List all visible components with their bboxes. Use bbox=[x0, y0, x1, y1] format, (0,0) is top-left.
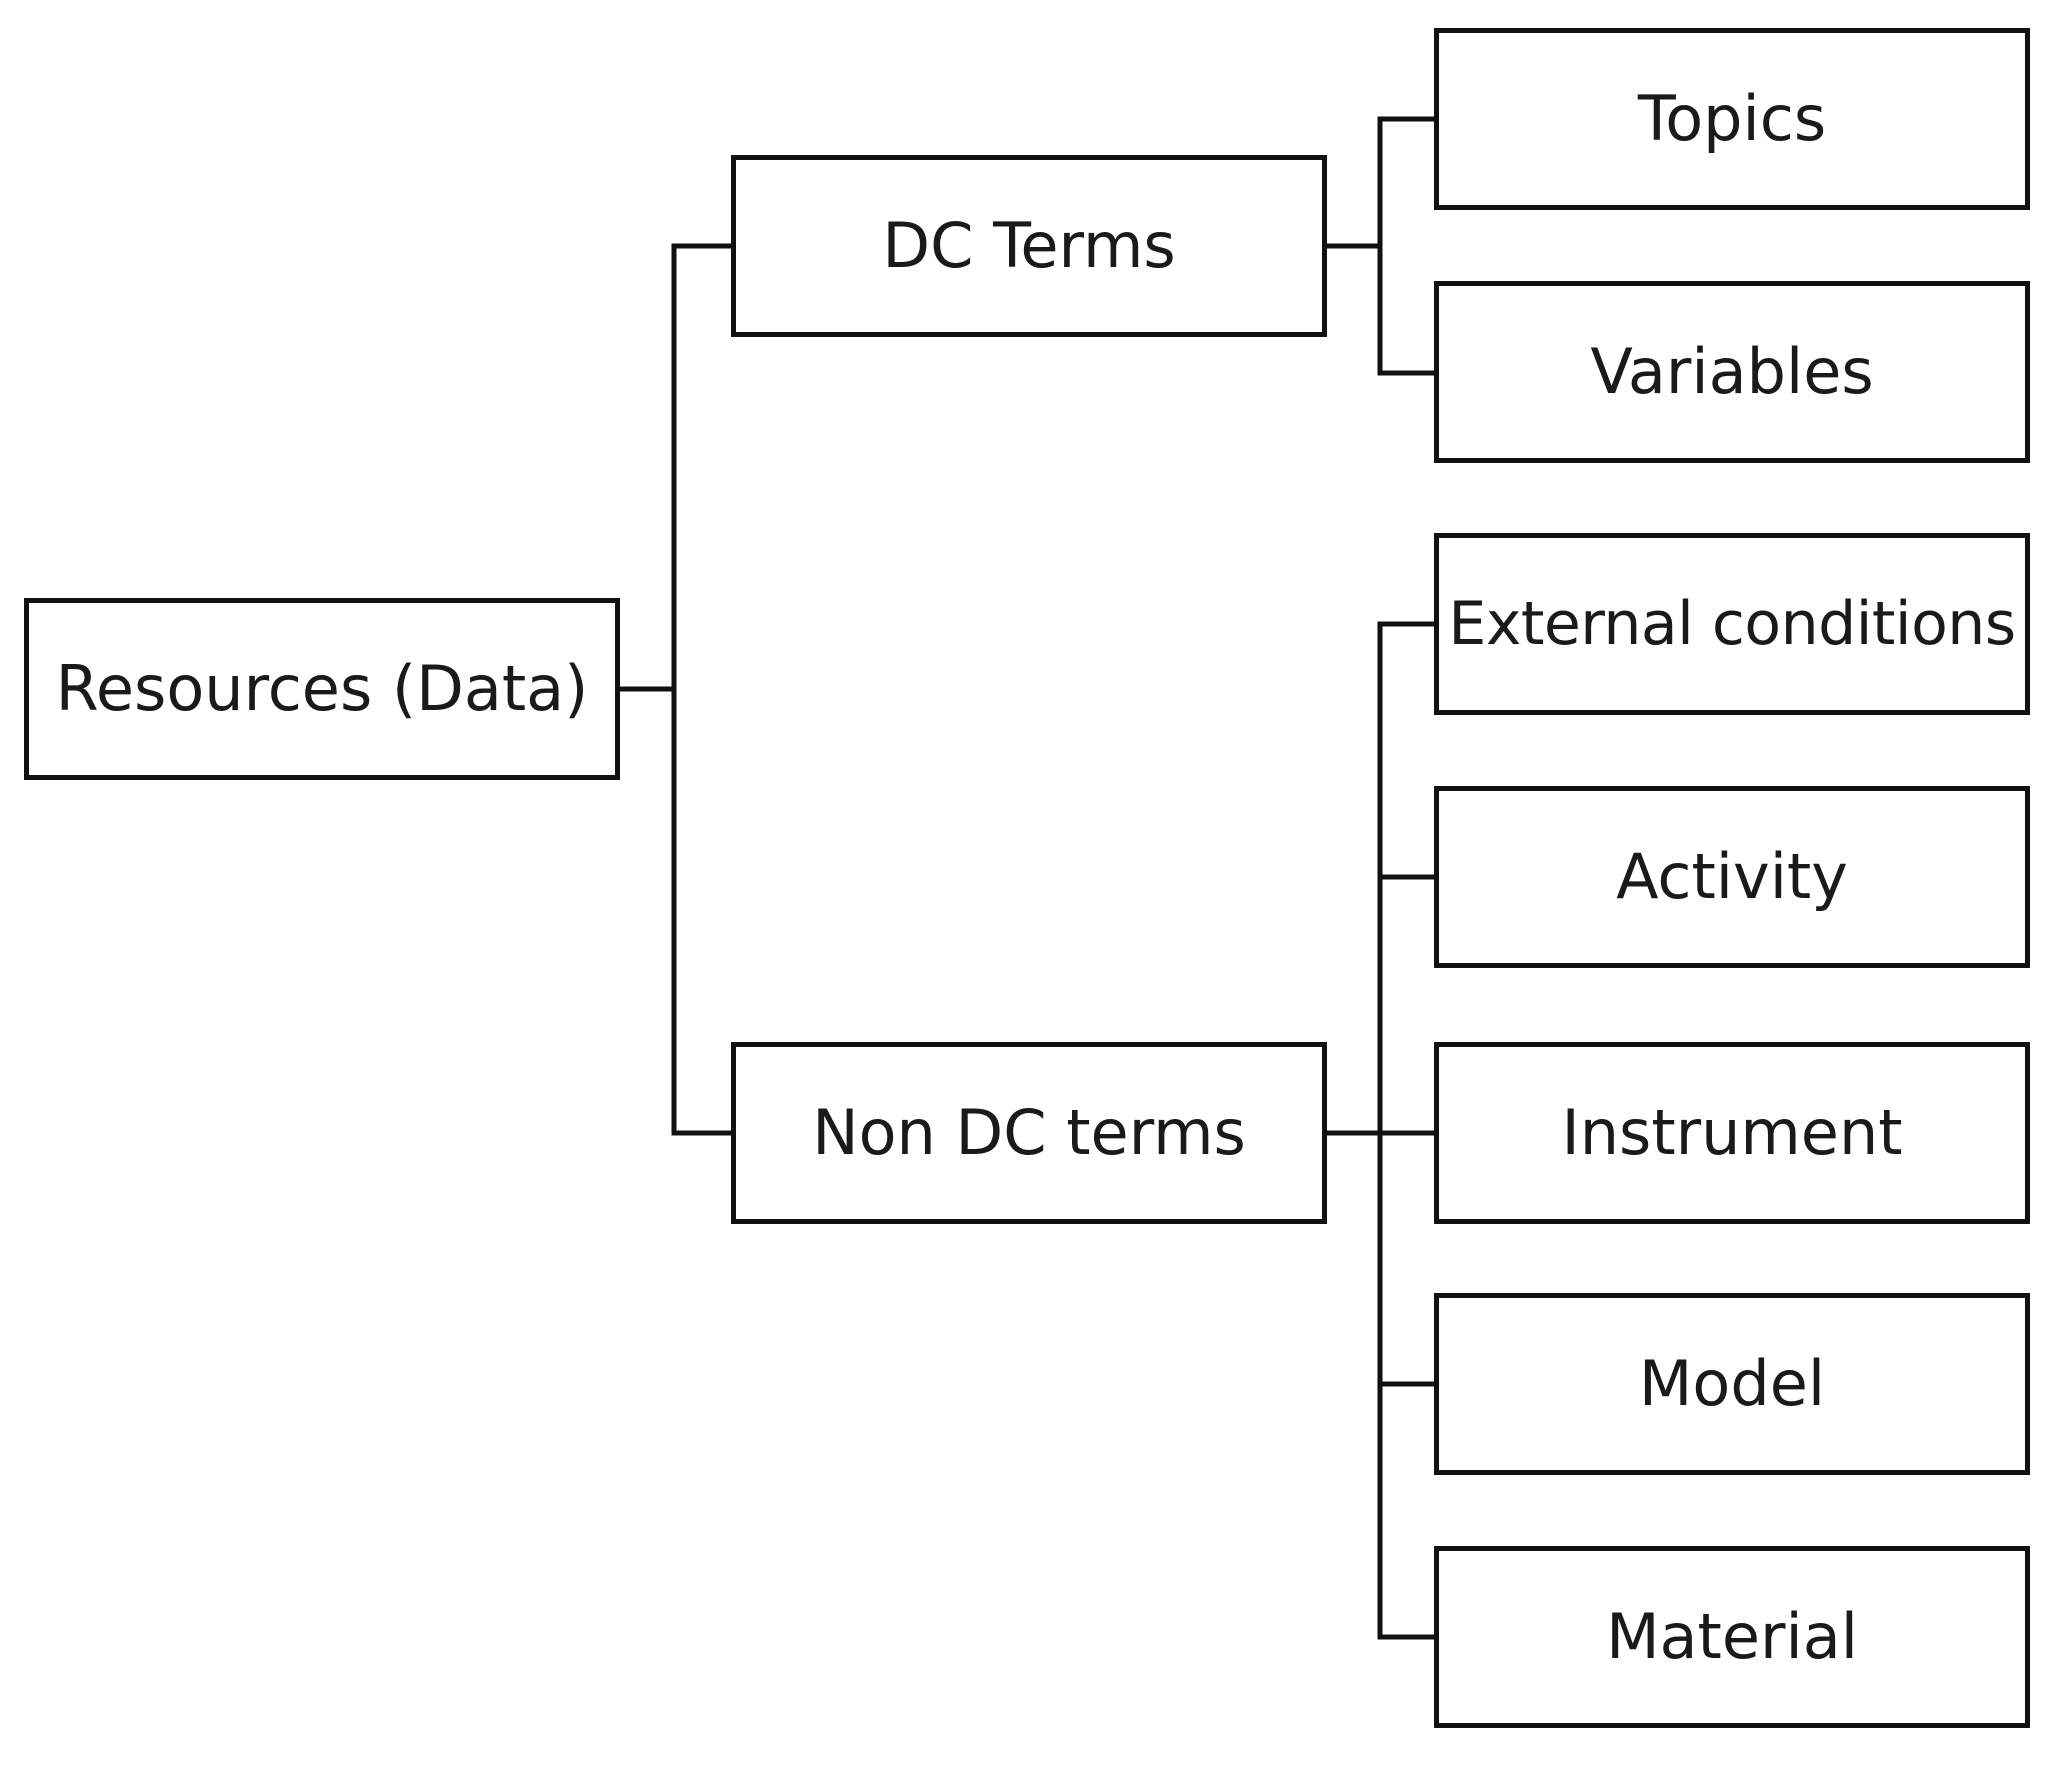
node-topics: Topics bbox=[1434, 28, 2030, 210]
node-label: Activity bbox=[1616, 840, 1848, 913]
node-label: Material bbox=[1606, 1600, 1858, 1673]
node-external-conditions: External conditions bbox=[1434, 533, 2030, 715]
node-non-dc-terms: Non DC terms bbox=[731, 1042, 1327, 1224]
node-label: Variables bbox=[1590, 335, 1874, 408]
node-label: Model bbox=[1638, 1347, 1826, 1420]
node-label: Topics bbox=[1637, 82, 1827, 155]
node-variables: Variables bbox=[1434, 281, 2030, 463]
node-material: Material bbox=[1434, 1546, 2030, 1728]
node-label: DC Terms bbox=[882, 209, 1176, 282]
node-label: Non DC terms bbox=[812, 1096, 1246, 1169]
node-label: External conditions bbox=[1448, 589, 2016, 659]
node-label: Resources (Data) bbox=[55, 652, 589, 725]
node-activity: Activity bbox=[1434, 786, 2030, 968]
node-label: Instrument bbox=[1561, 1096, 1903, 1169]
node-resources-data: Resources (Data) bbox=[24, 598, 620, 780]
node-instrument: Instrument bbox=[1434, 1042, 2030, 1224]
node-dc-terms: DC Terms bbox=[731, 155, 1327, 337]
node-model: Model bbox=[1434, 1293, 2030, 1475]
